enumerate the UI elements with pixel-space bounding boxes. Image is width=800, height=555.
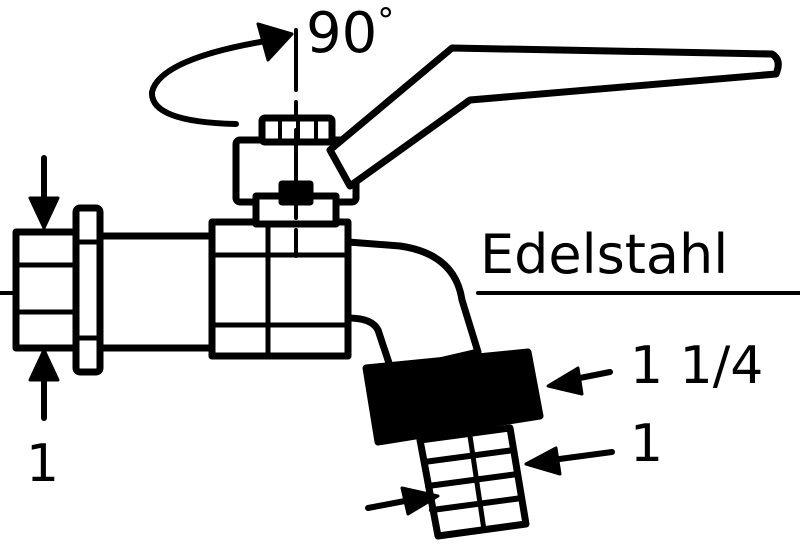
tail-right-arrow-shaft [549, 449, 615, 463]
material-label: Edelstahl [480, 223, 729, 286]
nut-arrowhead [546, 366, 584, 396]
tail-left-arrow-shaft [365, 497, 413, 511]
rotation-unit: ° [377, 1, 395, 41]
inlet-top-arrowhead [28, 196, 60, 230]
inlet-flange [72, 204, 104, 376]
valve-body-pipe [96, 232, 216, 352]
lever-handle [326, 44, 782, 190]
ball-housing [208, 218, 352, 360]
rotation-arrowhead [256, 22, 294, 62]
outlet-nut-thread-label: 1 1/4 [630, 336, 764, 396]
inlet-bottom-arrowhead [28, 348, 60, 382]
rotation-angle-label: 90° [306, 4, 394, 62]
rotation-angle-value: 90 [306, 1, 378, 66]
inlet-hex-nut [12, 228, 80, 352]
tail-left-arrowhead [400, 486, 440, 516]
rotation-arrow [149, 37, 275, 127]
inlet-thread-label: 1 [26, 434, 60, 494]
tail-right-arrowhead [524, 446, 562, 476]
spout [344, 238, 482, 376]
outlet-nut [362, 348, 544, 446]
hose-tail-size-label: 1 [630, 414, 664, 474]
